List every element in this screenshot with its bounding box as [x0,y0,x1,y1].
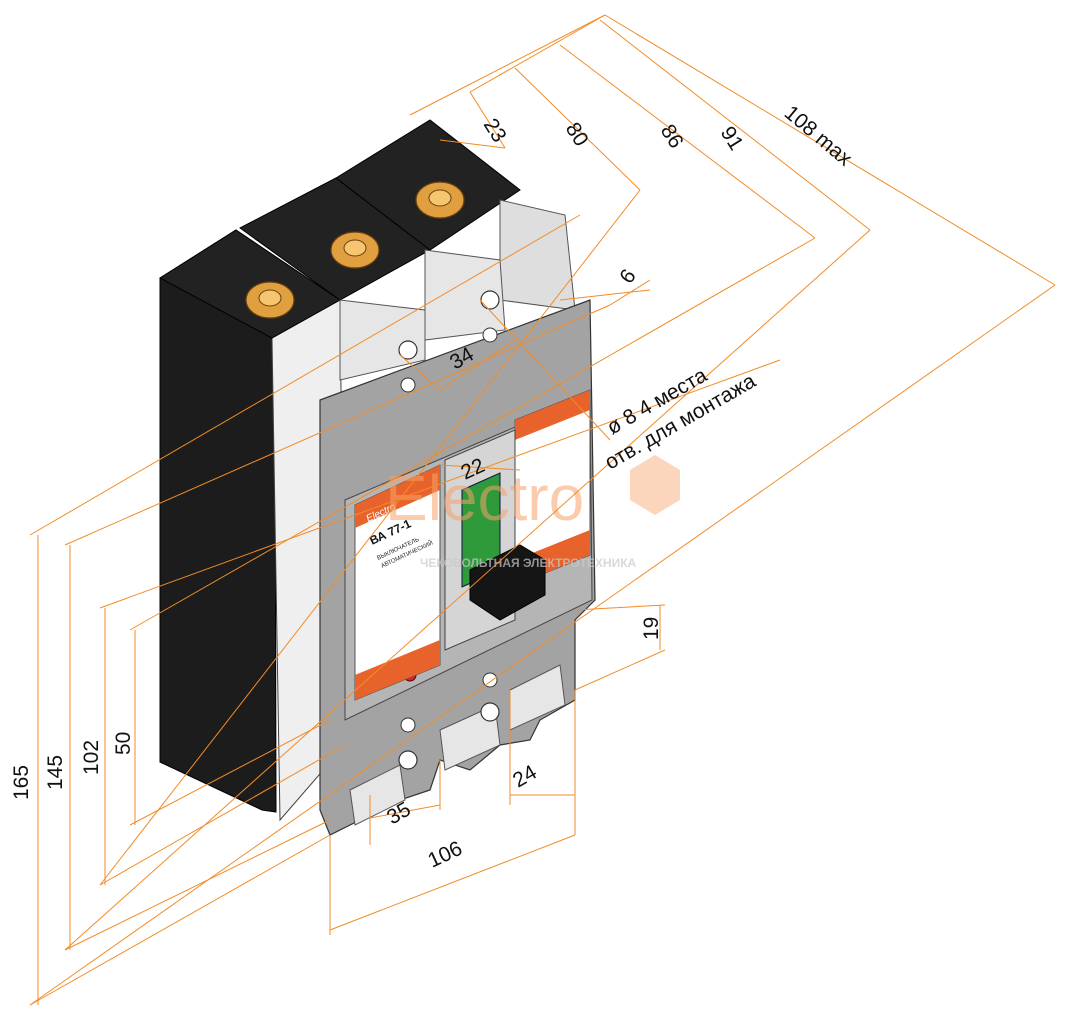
dim-50: 50 [112,732,135,755]
dim-165: 165 [10,765,33,800]
terminal-screws [245,181,465,319]
dim-102: 102 [80,740,103,775]
dim-19: 19 [640,617,663,640]
mounting-note: ø 8 4 места отв. для монтажа [601,364,760,475]
terminal-screw-3 [415,181,465,219]
dimension-lines [29,14,1056,1006]
front-label-left: Electro ВА 77-1 ВЫКЛЮЧАТЕЛЬ АВТОМАТИЧЕСК… [354,464,441,701]
dim-91: 91 [716,122,748,154]
watermark-tagline: ЧЕКОВОЛЬТНАЯ ЭЛЕКТРОТЕХНИКА [420,556,637,570]
dim-6: 6 [615,265,641,288]
terminal-screw-1 [245,281,295,319]
dim-86: 86 [656,120,688,152]
dim-108: 108 max [780,101,857,171]
dim-24: 24 [509,761,541,793]
dim-23: 23 [479,114,511,146]
dim-80: 80 [561,118,593,150]
terminal-screw-2 [330,231,380,269]
dim-145: 145 [44,755,67,790]
watermark-logo: Electro [385,462,584,534]
dim-106: 106 [424,837,465,873]
watermark: Electro ЧЕКОВОЛЬТНАЯ ЭЛЕКТРОТЕХНИКА [385,455,680,570]
